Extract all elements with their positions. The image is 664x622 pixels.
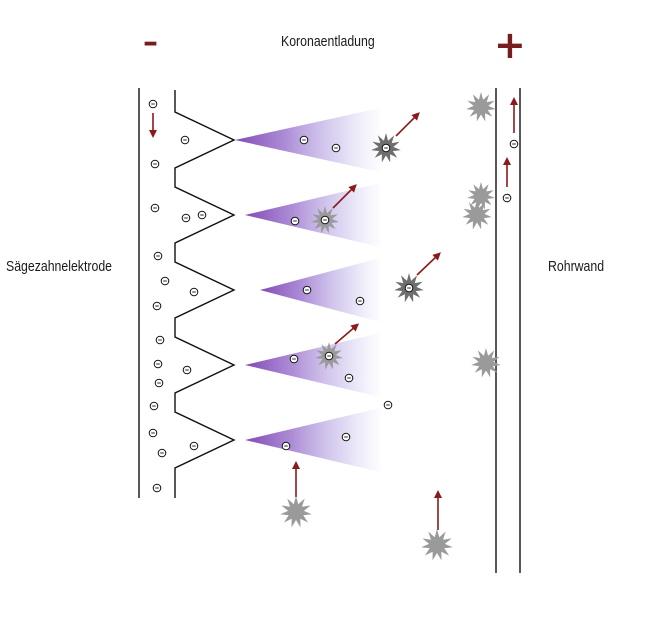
electron-icon — [509, 139, 519, 149]
corona-zone — [245, 333, 380, 397]
electrodes — [138, 88, 236, 498]
electron-icon — [148, 99, 158, 109]
electron-icon — [197, 210, 207, 220]
left-electrode-label: Sägezahnelektrode — [6, 258, 112, 275]
electrons — [148, 99, 519, 493]
dust-particle-icon — [462, 200, 492, 230]
electron-icon — [344, 373, 354, 383]
dust-particle-icon — [466, 92, 496, 122]
pipe-wall — [495, 88, 521, 573]
electron-icon — [181, 213, 191, 223]
electron-icon — [383, 400, 393, 410]
electron-icon — [189, 287, 199, 297]
electron-icon — [182, 365, 192, 375]
dust-particle-icon — [421, 529, 453, 561]
electron-icon — [150, 159, 160, 169]
electron-icon — [150, 203, 160, 213]
corona-zone — [245, 183, 380, 247]
dust-particle-icon — [471, 348, 501, 378]
electron-icon — [355, 296, 365, 306]
electron-icon — [189, 441, 199, 451]
electron-icon — [153, 251, 163, 261]
arrow-icon — [416, 252, 441, 276]
corona-zone — [260, 258, 380, 322]
electron-icon — [154, 378, 164, 388]
electron-icon — [157, 448, 167, 458]
electron-icon — [281, 441, 291, 451]
electron-icon — [324, 351, 334, 361]
dust-particles — [280, 92, 501, 561]
arrow-icon — [332, 184, 357, 209]
electron-icon — [148, 428, 158, 438]
sawtooth-electrode — [174, 90, 236, 498]
electron-icon — [381, 143, 391, 153]
electron-icon — [302, 285, 312, 295]
arrow-icon — [334, 323, 360, 345]
electron-icon — [152, 483, 162, 493]
electron-icon — [153, 359, 163, 369]
positive-sign: + — [494, 23, 526, 67]
electron-icon — [289, 354, 299, 364]
electron-icon — [152, 301, 162, 311]
electron-icon — [290, 216, 300, 226]
dust-particle-icon — [467, 182, 495, 210]
motion-arrows — [149, 97, 518, 530]
electron-icon — [502, 193, 512, 203]
corona-zone — [245, 408, 380, 472]
electron-icon — [341, 432, 351, 442]
electron-icon — [331, 143, 341, 153]
electron-icon — [149, 401, 159, 411]
electron-icon — [299, 135, 309, 145]
electron-icon — [180, 135, 190, 145]
electron-icon — [320, 215, 330, 225]
right-wall-label: Rohrwand — [548, 258, 605, 275]
electron-icon — [404, 283, 414, 293]
electron-icon — [155, 335, 165, 345]
electron-icon — [160, 276, 170, 286]
dust-particle-icon — [280, 496, 312, 528]
arrow-icon — [395, 112, 420, 137]
negative-sign: – — [143, 25, 158, 60]
title-label: Koronaentladung — [281, 33, 375, 50]
